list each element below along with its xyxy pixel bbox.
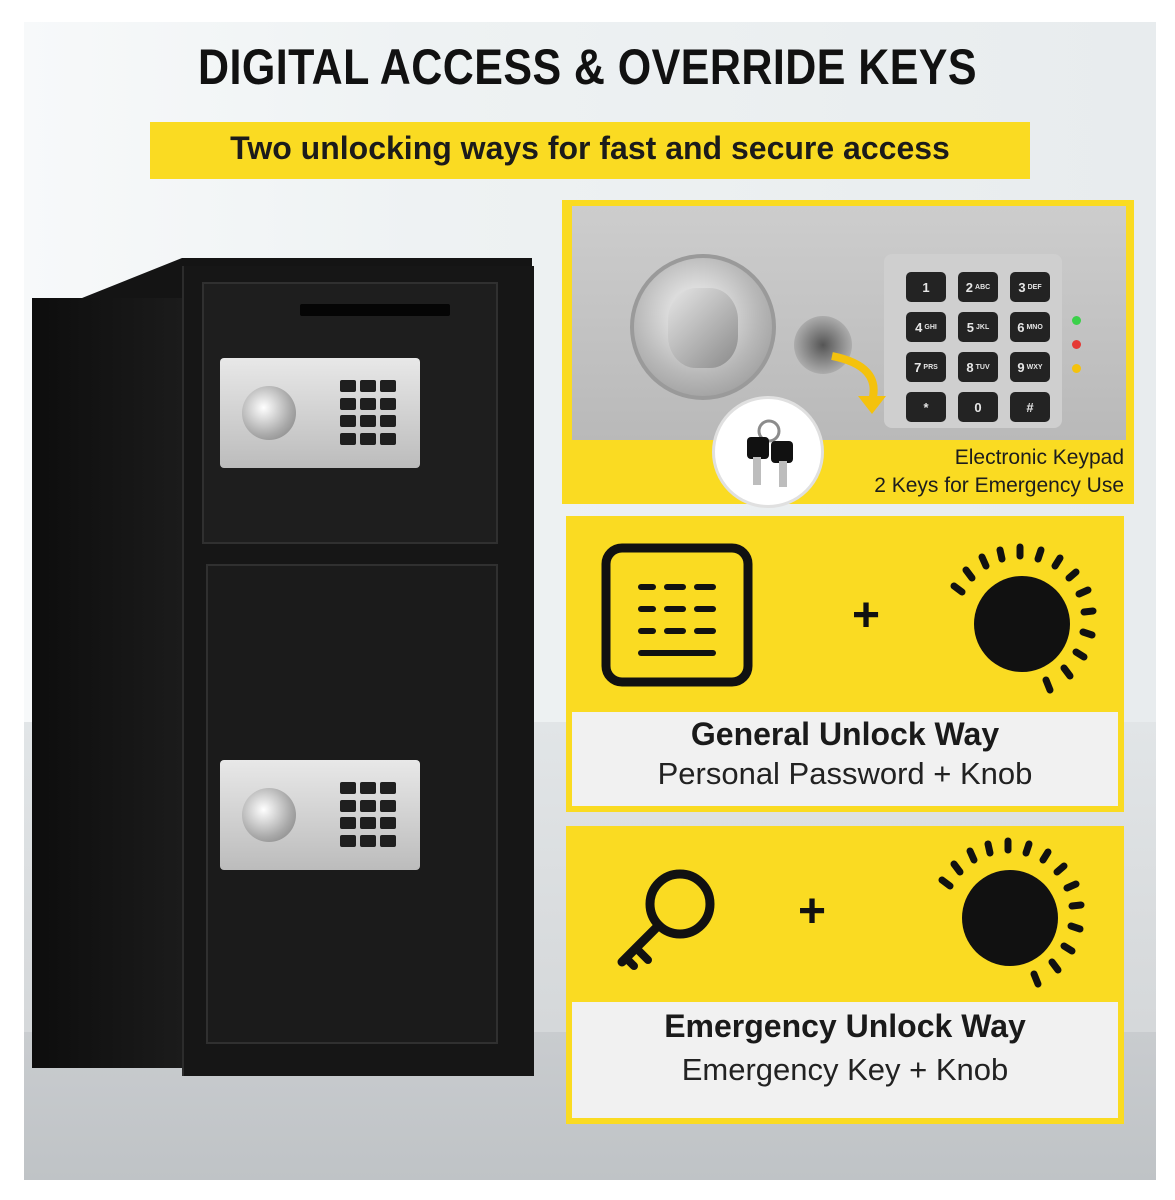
general-title: General Unlock Way: [690, 716, 1000, 752]
keypad-key-number: 2: [965, 279, 974, 295]
keypad-key: 0: [958, 392, 998, 422]
keypad-key-letters: JKL: [976, 323, 990, 331]
general-subtitle: Personal Password + Knob: [657, 756, 1033, 791]
keyhole-icon: [794, 316, 852, 374]
emergency-subtitle: Emergency Key + Knob: [681, 1052, 1009, 1087]
emergency-unlock-panel: + Emergency Unlock Way Emergency Key + K…: [566, 826, 1124, 1124]
keypad-key-number: #: [1026, 399, 1034, 415]
safe-side: [32, 298, 202, 1068]
keypad-key-number: 5: [966, 319, 974, 335]
keypad-key: #: [1010, 392, 1050, 422]
led-yellow: [1072, 364, 1081, 373]
caption-line-2: 2 Keys for Emergency Use: [874, 474, 1124, 497]
key-icon: [617, 869, 715, 970]
keypad-key-number: 1: [922, 279, 930, 295]
keypad-key-number: 3: [1018, 279, 1026, 295]
emergency-title: Emergency Unlock Way: [664, 1008, 1026, 1044]
keypad-icon: [601, 543, 753, 687]
dial-knob: [630, 254, 776, 400]
keypad-key-number: 0: [974, 399, 982, 415]
keypad-key: 1: [906, 272, 946, 302]
lower-lock-panel: [220, 760, 420, 870]
page-subtitle: Two unlocking ways for fast and secure a…: [230, 130, 950, 166]
plus-sign: +: [852, 589, 881, 642]
keypad-key-letters: TUV: [975, 363, 990, 371]
keypad-key-letters: ABC: [975, 283, 991, 291]
keypad-key: *: [906, 392, 946, 422]
knob-icon: [242, 386, 296, 440]
keypad-key-number: 6: [1017, 319, 1025, 335]
emergency-keys-image: [712, 396, 824, 508]
subtitle-banner: [150, 122, 1030, 179]
keypad-icon: [340, 782, 400, 848]
upper-lock-panel: [220, 358, 420, 468]
keypad-key-letters: GHI: [924, 323, 937, 331]
keypad-key-number: 4: [915, 319, 923, 335]
safe-product-image: [32, 258, 534, 1080]
keypad-key-letters: PRS: [923, 363, 938, 371]
emergency-label-area: Emergency Unlock Way Emergency Key + Kno…: [572, 1002, 1118, 1118]
knob-icon: [950, 543, 1097, 694]
keypad-caption: Electronic Keypad 2 Keys for Emergency U…: [832, 444, 1124, 500]
knob-icon: [938, 837, 1085, 988]
plus-sign: +: [798, 885, 827, 938]
knob-icon: [242, 788, 296, 842]
keypad-key-number: *: [923, 399, 929, 415]
general-unlock-panel: + General Unlock Way Personal Password +…: [566, 516, 1124, 812]
curved-arrow-icon: [831, 352, 886, 414]
page-title: DIGITAL ACCESS & OVERRIDE KEYS: [197, 39, 978, 95]
keypad-key-letters: MNO: [1026, 323, 1043, 331]
keypad-key-number: 9: [1017, 359, 1025, 375]
deposit-slot: [300, 304, 450, 316]
led-red: [1072, 340, 1081, 349]
keypad-key-letters: WXY: [1026, 363, 1043, 371]
led-green: [1072, 316, 1081, 325]
caption-line-1: Electronic Keypad: [954, 446, 1124, 469]
keypad-key-letters: DEF: [1027, 283, 1042, 291]
keypad-icon: [340, 380, 400, 446]
key-pair-icon: [747, 419, 793, 487]
general-label-area: General Unlock Way Personal Password + K…: [572, 712, 1118, 806]
keypad-key-number: 7: [914, 359, 922, 375]
keypad-key-number: 8: [966, 359, 974, 375]
